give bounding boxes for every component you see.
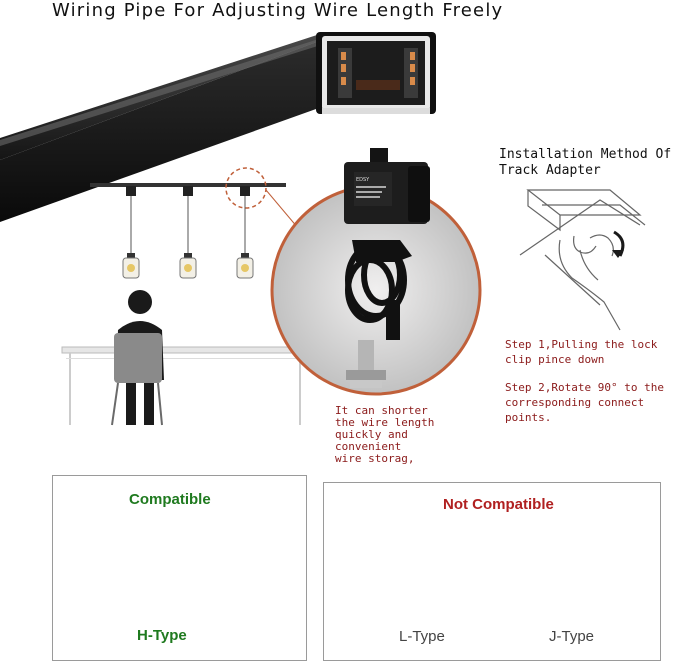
note-line: It can shorter (335, 404, 428, 417)
not-compatible-label: Not Compatible (443, 496, 554, 513)
note-line: wire storag, (335, 452, 415, 465)
adapter-brand: EDSY (356, 177, 370, 183)
page-title: Wiring Pipe For Adjusting Wire Length Fr… (52, 0, 504, 21)
wire-storage-note: It can shorter the wire length quickly a… (335, 405, 445, 465)
scene-counter (61, 290, 308, 426)
scene-pendants (90, 167, 299, 279)
l-type-label: L-Type (399, 628, 445, 645)
installation-title-line1: Installation Method Of (499, 147, 672, 162)
adapter-closeup: EDSY (270, 148, 482, 396)
j-type-label: J-Type (549, 628, 595, 645)
compatible-label: Compatible (129, 491, 211, 508)
track-rail (0, 32, 436, 222)
note-line: the wire length (335, 416, 435, 429)
note-line: quickly and (335, 428, 408, 441)
installation-step-2: Step 2,Rotate 90° to the corresponding c… (505, 381, 664, 424)
compatible-panel (52, 475, 307, 661)
installation-title: Installation Method Of Track Adapter (499, 147, 679, 179)
note-line: convenient (335, 440, 402, 453)
installation-step-1: Step 1,Pulling the lock clip pince down (505, 338, 658, 366)
installation-title-line2: Track Adapter (499, 163, 601, 178)
installation-illustration (519, 189, 646, 331)
not-compatible-panel (323, 482, 661, 661)
h-type-label: H-Type (137, 627, 187, 644)
